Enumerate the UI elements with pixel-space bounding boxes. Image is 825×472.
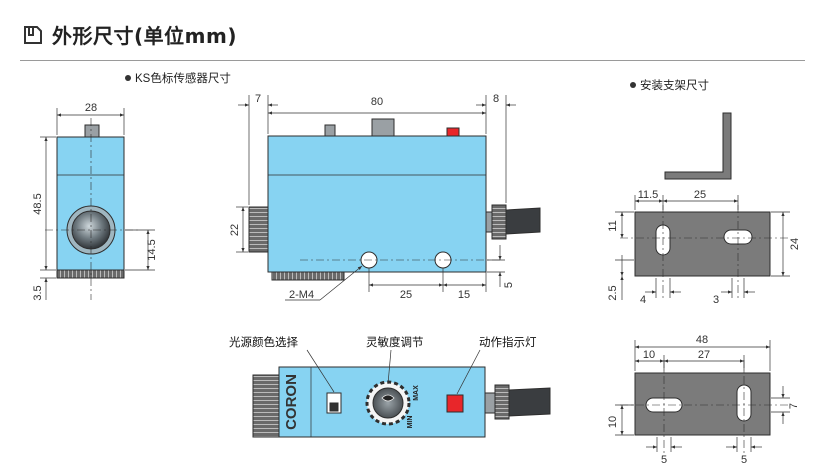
bracket-top-dimensions bbox=[615, 195, 790, 300]
front-dimensions bbox=[40, 108, 155, 300]
bracket-bottom-dimensions bbox=[615, 340, 790, 452]
side-dimensions bbox=[236, 95, 516, 301]
bracket-bottom-slot-right-label: 5 bbox=[741, 454, 747, 466]
side-small-label: 5 bbox=[503, 282, 515, 288]
callout-light-color: 光源颜色选择 bbox=[229, 335, 298, 349]
bracket-bottom-total-label: 48 bbox=[696, 334, 708, 346]
sensor-top-view bbox=[252, 366, 551, 438]
bracket-top-height-label: 24 bbox=[789, 238, 801, 250]
brand-label: CORON bbox=[283, 374, 300, 430]
side-hole-right-label: 15 bbox=[458, 289, 470, 301]
callout-indicator: 动作指示灯 bbox=[479, 335, 537, 349]
front-width-label: 28 bbox=[85, 102, 97, 114]
page-header: 外形尺寸(单位mm) bbox=[22, 20, 237, 49]
bracket-bottom-slot-left-label: 5 bbox=[661, 454, 667, 466]
side-left-label: 7 bbox=[255, 93, 261, 105]
side-total-label: 80 bbox=[371, 96, 383, 108]
bracket-top-spacing-label: 25 bbox=[694, 189, 706, 201]
knob-max-label: MAX bbox=[413, 385, 420, 401]
sensor-caption: KS色标传感器尺寸 bbox=[125, 71, 231, 85]
bracket-caption-text: 安装支架尺寸 bbox=[640, 78, 709, 92]
front-height-label: 48.5 bbox=[32, 193, 44, 214]
callout-sensitivity: 灵敏度调节 bbox=[366, 335, 424, 349]
sensor-side-view bbox=[248, 118, 541, 281]
side-height-label: 22 bbox=[229, 224, 241, 236]
bracket-profile bbox=[664, 112, 732, 180]
bracket-top-bottom-label: 2.5 bbox=[607, 285, 619, 300]
knob-min-label: MIN bbox=[407, 416, 414, 429]
front-base-label: 3.5 bbox=[32, 285, 44, 300]
side-hole-callout: 2-M4 bbox=[289, 289, 314, 301]
page-title: 外形尺寸(单位mm) bbox=[52, 24, 237, 48]
top-callout-lines bbox=[306, 349, 481, 395]
bracket-top-plate bbox=[620, 205, 790, 300]
bracket-bottom-left-label: 10 bbox=[643, 349, 655, 361]
sensor-caption-text: KS色标传感器尺寸 bbox=[135, 71, 231, 85]
bracket-bottom-spacing-label: 27 bbox=[698, 349, 710, 361]
title-divider bbox=[20, 60, 805, 61]
bracket-top-slot-width-label: 4 bbox=[640, 294, 646, 306]
document-icon bbox=[24, 25, 42, 44]
side-right-label: 8 bbox=[493, 93, 499, 105]
bracket-top-slot-right-label: 3 bbox=[713, 294, 719, 306]
bracket-top-left-label: 11.5 bbox=[638, 189, 659, 201]
bracket-bottom-plate bbox=[620, 360, 790, 455]
front-lens-offset-label: 14.5 bbox=[146, 239, 158, 260]
sensor-front-view bbox=[45, 118, 140, 300]
bracket-top-side-label: 11 bbox=[607, 220, 619, 231]
bracket-bottom-height-label: 10 bbox=[607, 416, 619, 428]
bracket-bottom-slot-label: 7 bbox=[788, 403, 800, 409]
side-hole-spacing-label: 25 bbox=[400, 289, 412, 301]
bracket-caption: 安装支架尺寸 bbox=[630, 78, 709, 92]
